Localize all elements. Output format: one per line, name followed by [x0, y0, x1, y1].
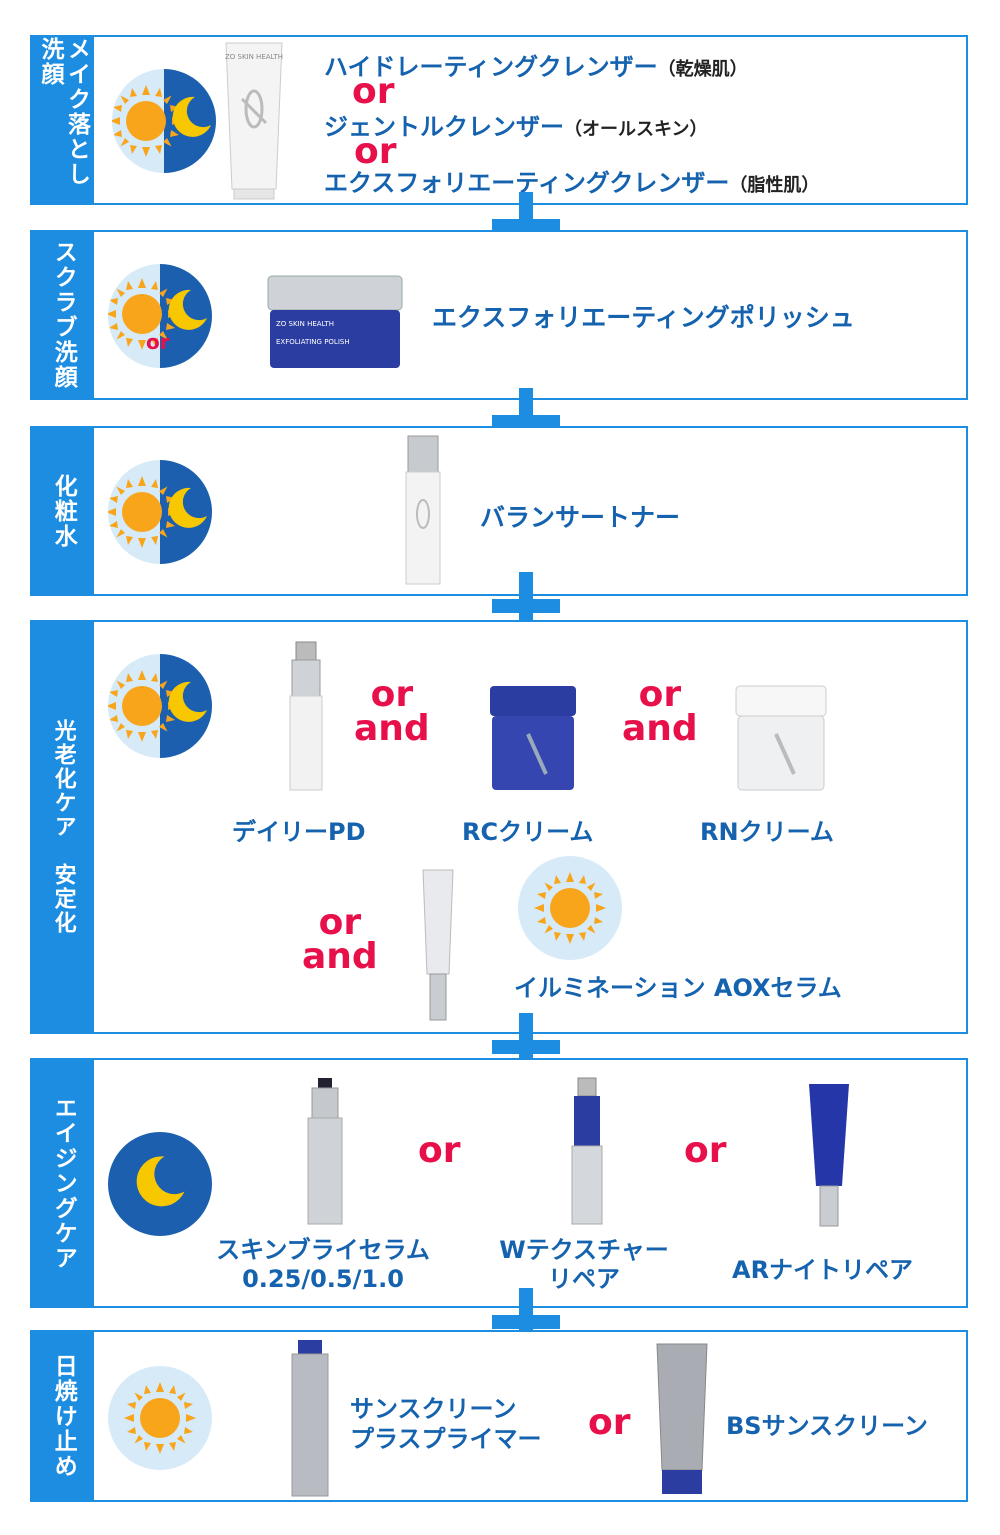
- section-cleansing: メイク落とし洗顔 ZO SKIN HEALTH ハイドレーティングクレンザー（乾…: [30, 35, 968, 205]
- product-name: デイリーPD: [232, 818, 366, 846]
- product-bottle-dailypd: [289, 641, 323, 791]
- or-connector: or: [352, 71, 395, 112]
- section-label: 化粧水: [32, 428, 94, 594]
- product-name: エクスフォリエーティングクレンザー（脂性肌）: [324, 169, 820, 197]
- day-night-badge: [108, 460, 212, 564]
- product-tube-arnight: [809, 1084, 849, 1227]
- product-name: RCクリーム: [462, 818, 594, 846]
- product-name: サンスクリーンプラスプライマー: [350, 1395, 542, 1453]
- day-badge: [108, 1366, 212, 1470]
- section-scrub: スクラブ洗顔 or ZO SKIN HEALTH EXFOLIATING POL…: [30, 230, 968, 400]
- section-label: 日焼け止め: [32, 1332, 94, 1500]
- section-label: 光老化ケア 安定化: [32, 622, 94, 1032]
- product-bottle-toner: [405, 435, 441, 585]
- product-name: バランサートナー: [480, 503, 681, 532]
- night-badge: [108, 1132, 212, 1236]
- day-badge: [518, 856, 622, 960]
- moon-icon: [168, 487, 207, 528]
- day-night-badge: [108, 654, 212, 758]
- day-night-badge: [112, 69, 216, 173]
- product-tube-bs: [656, 1343, 708, 1494]
- or-connector: or: [418, 1130, 461, 1171]
- product-bottle-skinbrite: [307, 1078, 343, 1225]
- moon-icon: [168, 681, 207, 722]
- or-connector: or: [146, 330, 170, 354]
- section-label: スクラブ洗顔: [32, 232, 94, 398]
- product-jar-polish: ZO SKIN HEALTH EXFOLIATING POLISH: [267, 275, 403, 368]
- moon-icon: [172, 96, 211, 137]
- section-label: メイク落とし洗顔: [32, 37, 94, 203]
- moon-icon: [168, 289, 207, 330]
- product-brand: ZO SKIN HEALTH: [225, 53, 283, 61]
- or-connector: or: [684, 1130, 727, 1171]
- product-name: RNクリーム: [700, 818, 834, 846]
- product-name: ハイドレーティングクレンザー（乾燥肌）: [324, 53, 748, 81]
- product-name: エクスフォリエーティングポリッシュ: [432, 303, 855, 332]
- product-name: イルミネーション AOXセラム: [514, 974, 842, 1002]
- product-label: EXFOLIATING POLISH: [276, 338, 350, 346]
- product-name: BSサンスクリーン: [726, 1412, 928, 1440]
- product-jar-rn: [735, 685, 827, 791]
- or-connector: or: [354, 131, 397, 172]
- section-toner: 化粧水 バランサートナー: [30, 426, 968, 596]
- product-tube-cleanser: ZO SKIN HEALTH: [225, 42, 283, 200]
- product-jar-rc: [490, 686, 576, 790]
- day-night-badge: or: [108, 264, 212, 368]
- product-name: Wテクスチャーリペア: [499, 1236, 669, 1293]
- product-name: ジェントルクレンザー（オールスキン）: [324, 113, 708, 141]
- or-connector: or: [588, 1402, 631, 1443]
- product-bottle-wtexture: [571, 1077, 603, 1225]
- product-name: ARナイトリペア: [732, 1256, 914, 1284]
- sun-icon: [534, 872, 606, 944]
- moon-icon: [136, 1156, 185, 1207]
- product-tube-illumination: [422, 869, 454, 1021]
- sun-icon: [124, 1382, 196, 1454]
- product-bottle-primer: [291, 1340, 329, 1497]
- section-sunscreen: 日焼け止め サンスクリーンプラスプライマー or BSサンスクリーン: [30, 1330, 968, 1502]
- section-label: エイジングケア: [32, 1060, 94, 1306]
- product-brand: ZO SKIN HEALTH: [276, 320, 334, 328]
